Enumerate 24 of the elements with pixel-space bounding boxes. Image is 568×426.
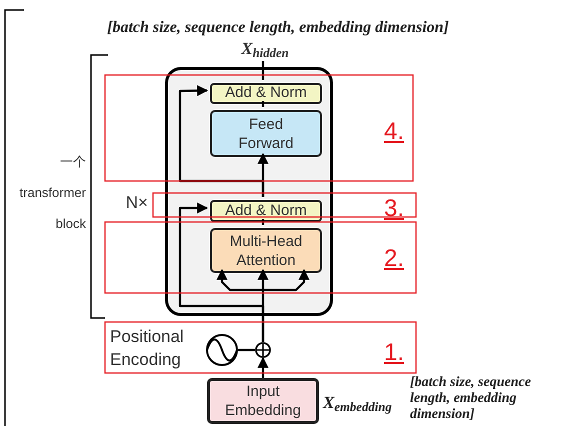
arrow: [178, 85, 264, 197]
add-norm-box: Add & Norm: [210, 83, 322, 104]
input-embedding-box: Input Embedding: [207, 378, 319, 424]
arrow: [263, 268, 310, 292]
step-number: 2.: [384, 244, 406, 274]
plus-circle: [255, 342, 271, 358]
step-number: 4.: [384, 117, 406, 147]
multi-head-attention-box: Multi-Head Attention: [210, 228, 322, 273]
arrow: [216, 268, 263, 292]
math-label: X$_{embedding}$: [323, 392, 393, 416]
transformer-block-frame: [165, 67, 333, 316]
arrow: [258, 356, 268, 378]
block-caption: 一个 transformer block: [18, 153, 86, 233]
step-number: 1.: [384, 338, 406, 368]
step-number: 3.: [384, 194, 406, 224]
feed-forward-box: Feed Forward: [210, 110, 322, 157]
math-label: X$_{hidden}$: [232, 37, 298, 61]
dimension-note: [batch size, sequence length, embedding dimension]: [410, 375, 532, 423]
add-norm-box: Add & Norm: [210, 200, 322, 222]
arrow: [178, 202, 264, 342]
sine-wave-circle: [206, 334, 238, 366]
repeat-count-label: N×: [124, 192, 148, 214]
positional-encoding-label: Positional Encoding: [110, 326, 185, 371]
dimension-note: [batch size, sequence length, embedding dimension]: [106, 18, 450, 38]
